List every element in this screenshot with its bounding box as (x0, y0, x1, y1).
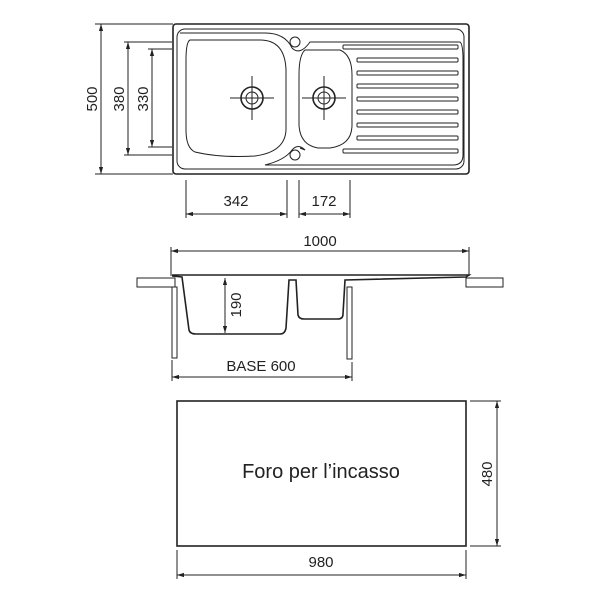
drainboard-groove (356, 122, 459, 128)
dim-base: BASE 600 (226, 358, 295, 375)
dim-cutout-depth: 480 (479, 461, 496, 486)
drainboard-groove (356, 96, 459, 102)
large-bowl (185, 39, 287, 157)
sink-outline (172, 23, 470, 175)
sink-rim (176, 28, 465, 170)
cabinet-side-left (171, 286, 178, 359)
countertop-left (136, 277, 176, 288)
drainboard-groove (356, 83, 459, 89)
small-bowl (298, 49, 353, 149)
sink-inner-rim (180, 32, 464, 166)
drainboard-groove (356, 70, 459, 76)
cutout-view: Foro per l’incasso 480 980 (176, 400, 501, 579)
large-bowl-drain-icon (230, 76, 274, 120)
top-view: 500 380 330 342 172 (84, 23, 470, 218)
cabinet-side-right (346, 286, 353, 360)
side-view: 1000 190 BASE 600 (136, 233, 504, 381)
dim-small-bowl-width: 172 (311, 193, 336, 210)
dim-small-bowl-depth: 330 (135, 86, 152, 111)
small-bowl-drain-icon (302, 76, 346, 120)
dim-bowl-height: 190 (228, 292, 245, 317)
dim-cutout-width: 980 (308, 554, 333, 571)
sink-profile (171, 274, 472, 335)
cutout-label: Foro per l’incasso (242, 461, 400, 483)
drainboard-groove (342, 148, 459, 154)
drainboard-groove (356, 57, 459, 63)
countertop-right (465, 277, 504, 288)
drainboard-groove (342, 44, 459, 50)
dim-large-bowl-depth: 380 (111, 86, 128, 111)
drainboard-groove (356, 135, 459, 141)
tap-hole-icon (289, 36, 301, 48)
drainboard-grooves (342, 44, 459, 154)
dim-overall-depth: 500 (84, 86, 101, 111)
cutout-outline (176, 400, 467, 547)
overflow-hole-icon (289, 149, 301, 161)
dim-large-bowl-width: 342 (223, 193, 248, 210)
dim-overall-width: 1000 (303, 233, 336, 250)
drainboard-groove (356, 109, 459, 115)
